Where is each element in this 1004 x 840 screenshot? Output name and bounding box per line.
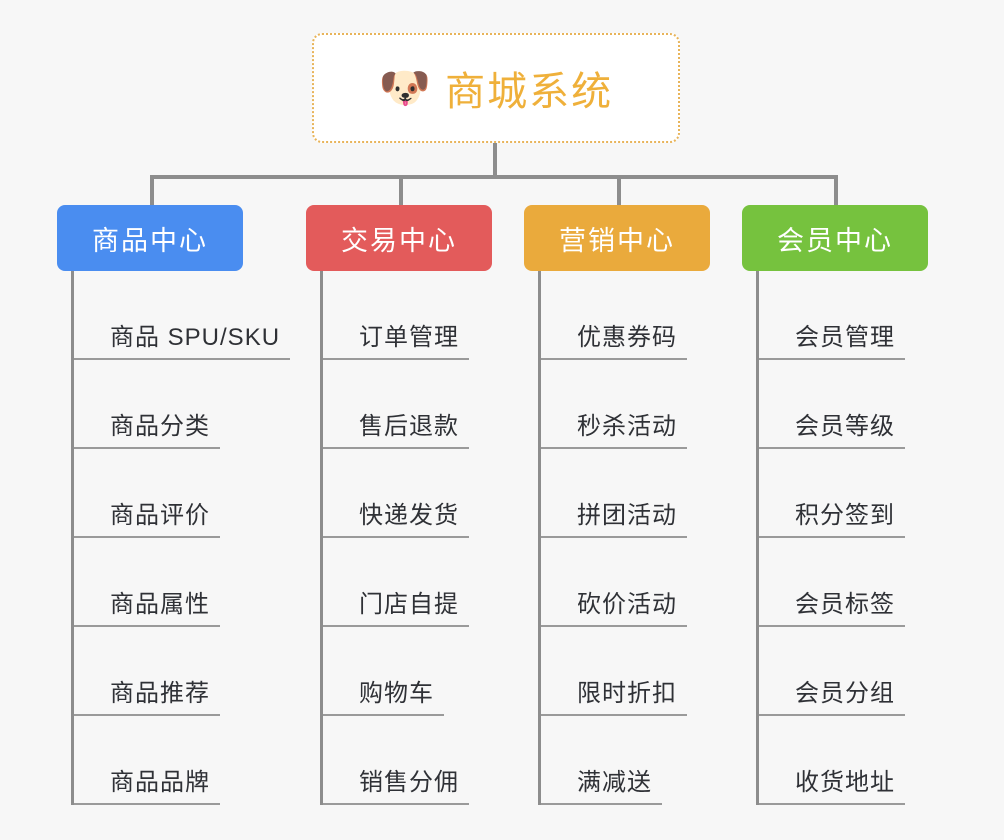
branch-child-list: 商品 SPU/SKU 商品分类商品评价商品属性商品推荐商品品牌 [71,271,290,805]
branch-child-label: 购物车 [359,680,434,707]
branch-child-item[interactable]: 商品品牌 [74,716,290,805]
branch-child-item[interactable]: 砍价活动 [541,538,710,627]
shiba-dog-face-icon: 🐶 [378,64,432,111]
branch-child-label: 积分签到 [795,502,895,529]
branch-child-underline [759,536,905,538]
branch-child-underline [541,714,687,716]
branch-child-list: 订单管理售后退款快递发货门店自提购物车销售分佣 [320,271,492,805]
branch-child-item[interactable]: 商品属性 [74,538,290,627]
branch-child-item[interactable]: 秒杀活动 [541,360,710,449]
branch-child-underline [323,714,444,716]
branch-child-label: 销售分佣 [359,769,459,796]
branch-child-item[interactable]: 购物车 [323,627,492,716]
branch-child-label: 拼团活动 [577,502,677,529]
branch-child-underline [759,625,905,627]
branch-child-list: 会员管理会员等级积分签到会员标签会员分组收货地址 [756,271,928,805]
branch-child-item[interactable]: 收货地址 [759,716,928,805]
branch-child-underline [759,714,905,716]
branch-child-underline [541,447,687,449]
branch-child-label: 商品分类 [110,413,210,440]
connector-root-stem [493,143,497,178]
branch-child-underline [74,358,290,360]
branch-child-item[interactable]: 商品 SPU/SKU [74,271,290,360]
branch-header-4[interactable]: 会员中心 [742,205,928,271]
branch-child-label: 商品推荐 [110,680,210,707]
branch-child-underline [541,358,687,360]
branch-header-3[interactable]: 营销中心 [524,205,710,271]
branch-child-label: 收货地址 [795,769,895,796]
branch-child-label: 会员标签 [795,591,895,618]
branch-child-underline [541,803,662,805]
branch-child-underline [74,536,220,538]
branch-child-label: 订单管理 [359,324,459,351]
root-node[interactable]: 🐶 商城系统 [312,33,680,143]
branch-child-underline [759,803,905,805]
branch-child-underline [541,536,687,538]
branch-child-item[interactable]: 会员等级 [759,360,928,449]
branch-child-underline [323,536,469,538]
connector-branch-stem-1 [150,175,154,207]
branch-child-underline [323,358,469,360]
branch-child-label: 会员等级 [795,413,895,440]
branch-child-label: 商品品牌 [110,769,210,796]
branch-column: 商品中心商品 SPU/SKU 商品分类商品评价商品属性商品推荐商品品牌 [57,205,290,805]
branch-child-underline [74,625,220,627]
branch-child-label: 快递发货 [359,502,459,529]
branch-child-item[interactable]: 优惠券码 [541,271,710,360]
branch-child-label: 会员管理 [795,324,895,351]
branch-child-item[interactable]: 商品评价 [74,449,290,538]
branch-child-item[interactable]: 订单管理 [323,271,492,360]
root-node-title: 商城系统 [445,70,614,114]
branch-header-1[interactable]: 商品中心 [57,205,243,271]
branch-child-item[interactable]: 会员标签 [759,538,928,627]
connector-branch-stem-3 [617,175,621,207]
branch-column: 交易中心订单管理售后退款快递发货门店自提购物车销售分佣 [306,205,492,805]
branch-child-label: 售后退款 [359,413,459,440]
branch-child-item[interactable]: 售后退款 [323,360,492,449]
branch-child-item[interactable]: 门店自提 [323,538,492,627]
branch-child-label: 会员分组 [795,680,895,707]
branch-child-item[interactable]: 拼团活动 [541,449,710,538]
branch-child-label: 商品 SPU/SKU [110,324,281,351]
branch-child-underline [323,447,469,449]
branch-child-label: 商品属性 [110,591,210,618]
connector-branch-stem-4 [834,175,838,207]
branch-child-list: 优惠券码秒杀活动拼团活动砍价活动限时折扣满减送 [538,271,710,805]
branch-child-label: 优惠券码 [577,324,677,351]
branch-child-item[interactable]: 满减送 [541,716,710,805]
branch-child-underline [323,625,469,627]
branch-header-2[interactable]: 交易中心 [306,205,492,271]
branch-child-item[interactable]: 会员管理 [759,271,928,360]
connector-branch-stem-2 [399,175,403,207]
branch-child-item[interactable]: 积分签到 [759,449,928,538]
branch-child-underline [74,714,220,716]
branch-child-item[interactable]: 销售分佣 [323,716,492,805]
branch-child-item[interactable]: 商品推荐 [74,627,290,716]
branch-column: 营销中心优惠券码秒杀活动拼团活动砍价活动限时折扣满减送 [524,205,710,805]
branch-child-underline [74,447,220,449]
branch-child-label: 门店自提 [359,591,459,618]
branch-child-item[interactable]: 会员分组 [759,627,928,716]
branch-child-item[interactable]: 快递发货 [323,449,492,538]
branch-child-label: 秒杀活动 [577,413,677,440]
branch-child-item[interactable]: 限时折扣 [541,627,710,716]
branch-child-label: 限时折扣 [577,680,677,707]
branch-column: 会员中心会员管理会员等级积分签到会员标签会员分组收货地址 [742,205,928,805]
branch-child-underline [323,803,469,805]
branch-child-label: 商品评价 [110,502,210,529]
branch-child-label: 满减送 [577,769,652,796]
branch-child-underline [74,803,220,805]
branch-child-underline [759,447,905,449]
branch-child-underline [541,625,687,627]
connector-horizontal-bus [150,175,838,179]
branch-child-underline [759,358,905,360]
branch-child-item[interactable]: 商品分类 [74,360,290,449]
branch-child-label: 砍价活动 [577,591,677,618]
